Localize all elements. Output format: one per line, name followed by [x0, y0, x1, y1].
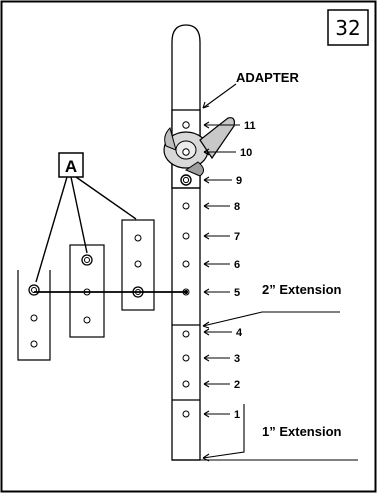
hole-number-6: 6	[234, 259, 240, 271]
hole-number-10: 10	[240, 147, 252, 159]
hole	[182, 232, 190, 240]
page-number-box	[327, 9, 369, 46]
hole-number-4: 4	[236, 327, 243, 339]
extension-1-label: 1” Extension	[262, 424, 342, 439]
extension-1-leader	[202, 404, 245, 459]
hole-number-1: 1	[234, 409, 240, 421]
extension-piece-middle	[69, 244, 105, 338]
hole	[182, 121, 190, 129]
hole-number-9: 9	[236, 175, 242, 187]
hole-number-5: 5	[234, 287, 240, 299]
extension-2-label: 2” Extension	[262, 282, 342, 297]
extension-piece-left	[17, 270, 51, 361]
hole-number-3: 3	[234, 353, 240, 365]
hole	[182, 202, 190, 210]
tube-holes	[180, 121, 192, 418]
hole	[182, 148, 190, 156]
page-number: 32	[335, 16, 360, 40]
adapter-label: ADAPTER	[236, 70, 299, 85]
hole	[182, 380, 190, 388]
adapter-leader	[202, 83, 237, 109]
hole-number-11: 11	[244, 120, 256, 132]
hole	[182, 260, 190, 268]
extension-2-leader	[202, 311, 340, 327]
hole-number-7: 7	[234, 231, 240, 243]
callout-lines	[203, 121, 240, 418]
adjustment-knob	[163, 117, 235, 177]
hole	[182, 176, 190, 184]
hole-number-2: 2	[234, 379, 240, 391]
callout-a-lines	[35, 176, 137, 283]
main-tube	[171, 24, 201, 461]
callout-a-label: A	[65, 157, 77, 176]
hole	[182, 354, 190, 362]
extension-piece-right	[121, 219, 155, 311]
hole	[182, 410, 190, 418]
hole-number-8: 8	[234, 201, 240, 213]
hole	[182, 330, 190, 338]
